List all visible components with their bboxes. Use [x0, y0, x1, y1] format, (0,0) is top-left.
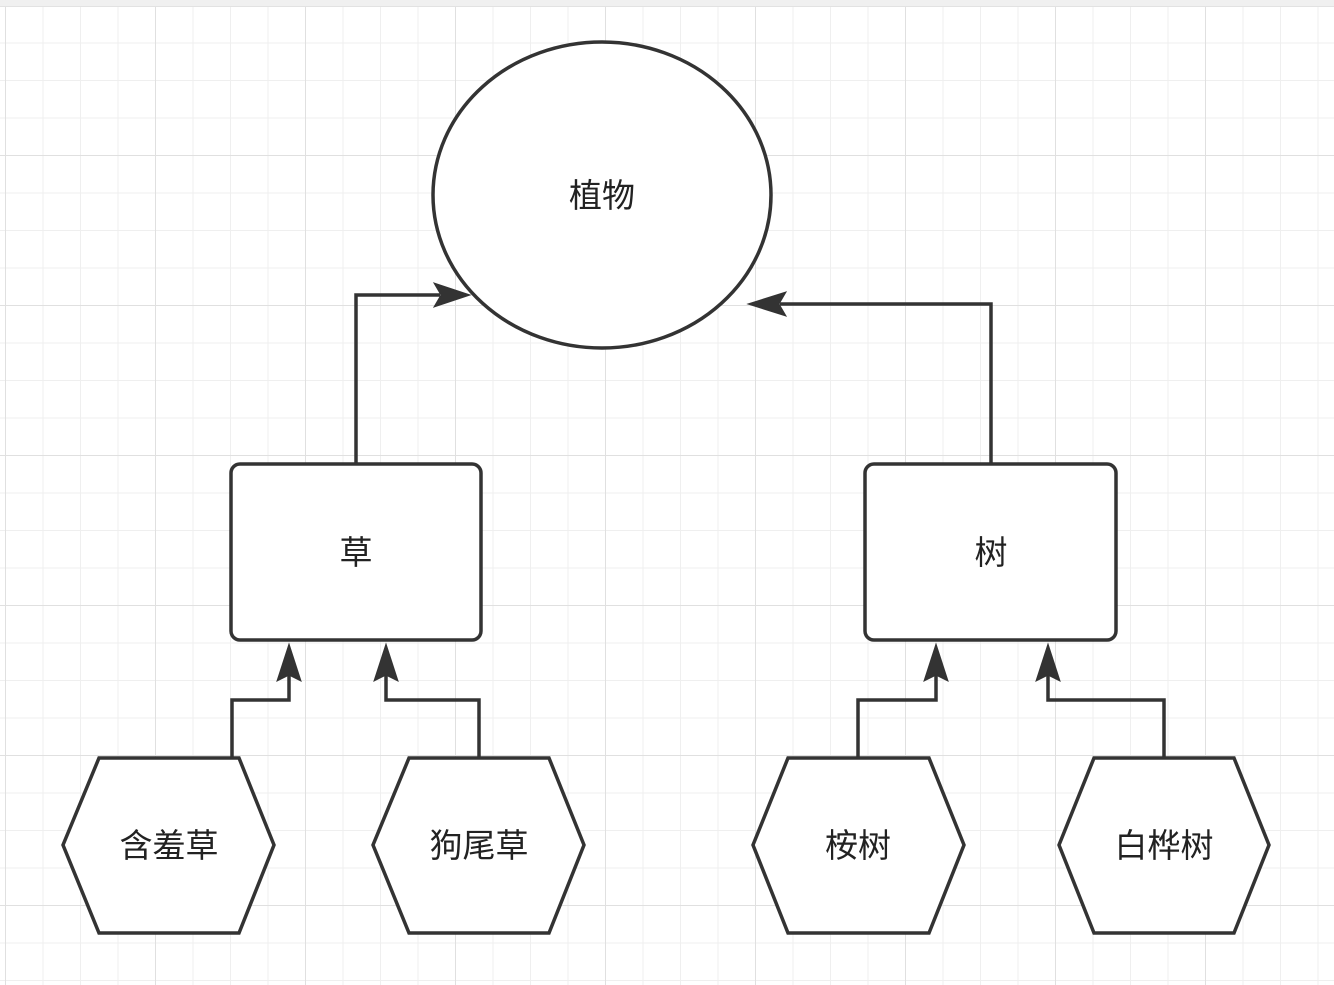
- rounded-rect-shape: [229, 462, 483, 642]
- edge-tree-to-plant[interactable]: [780, 302, 993, 464]
- hexagon-shape: [61, 756, 276, 935]
- node-mimosa[interactable]: 含羞草: [61, 756, 276, 935]
- node-tree-label: 树: [975, 533, 1008, 572]
- node-eucalyptus[interactable]: 桉树: [751, 756, 966, 935]
- arrowhead-grass-to-plant: [432, 282, 472, 308]
- node-tree[interactable]: 树: [863, 462, 1118, 642]
- node-plant-label: 植物: [569, 176, 635, 215]
- node-birch-label: 白桦树: [1115, 826, 1214, 865]
- arrowhead-birch-to-tree: [1035, 642, 1061, 682]
- hexagon-shape: [1057, 756, 1271, 935]
- arrowhead-mimosa-to-grass: [276, 642, 302, 682]
- node-grass-label: 草: [340, 533, 373, 572]
- edge-grass-to-plant[interactable]: [354, 293, 440, 464]
- node-foxtail[interactable]: 狗尾草: [371, 756, 586, 935]
- edge-eucalyptus-to-tree[interactable]: [856, 675, 938, 758]
- node-mimosa-label: 含羞草: [120, 826, 219, 865]
- node-foxtail-label: 狗尾草: [430, 826, 529, 865]
- ellipse-shape: [431, 40, 773, 350]
- edge-mimosa-to-grass[interactable]: [230, 675, 291, 758]
- edge-birch-to-tree[interactable]: [1046, 675, 1166, 758]
- node-plant[interactable]: 植物: [431, 40, 773, 350]
- node-grass[interactable]: 草: [229, 462, 483, 642]
- edge-foxtail-to-grass[interactable]: [384, 675, 481, 758]
- hexagon-shape: [371, 756, 586, 935]
- rounded-rect-shape: [863, 462, 1118, 642]
- arrowhead-foxtail-to-grass: [373, 642, 399, 682]
- node-eucalyptus-label: 桉树: [825, 826, 891, 865]
- node-birch[interactable]: 白桦树: [1057, 756, 1271, 935]
- arrowhead-eucalyptus-to-tree: [923, 642, 949, 682]
- arrowhead-tree-to-plant: [746, 291, 788, 317]
- edges: [230, 282, 1166, 758]
- hexagon-shape: [751, 756, 966, 935]
